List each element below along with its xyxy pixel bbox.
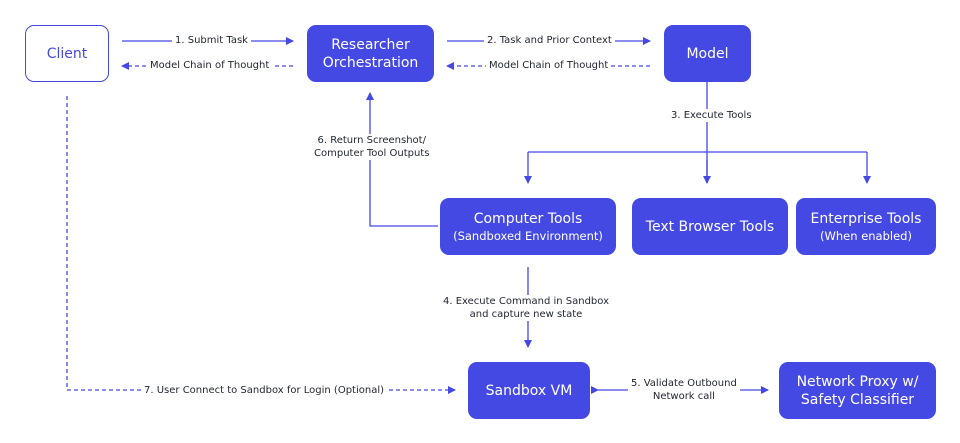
computer-tools-sublabel: (Sandboxed Environment) (453, 228, 603, 243)
label-validate-line2: Network call (652, 391, 715, 402)
label-execute-command: 4. Execute Command in Sandbox and captur… (440, 295, 612, 321)
label-validate-outbound: 5. Validate Outbound Network call (628, 377, 740, 403)
text-browser-tools-node: Text Browser Tools (632, 198, 788, 255)
label-chain-to-client: Model Chain of Thought (147, 59, 273, 72)
label-return-screenshot-line1: 6. Return Screenshot/ (317, 135, 426, 146)
network-proxy-label-line1: Network Proxy w/ (796, 373, 919, 390)
model-node: Model (664, 25, 751, 82)
sandbox-vm-node: Sandbox VM (468, 362, 590, 419)
label-user-connect: 7. User Connect to Sandbox for Login (Op… (141, 384, 388, 397)
edge-user-connect (66, 96, 456, 394)
enterprise-tools-label: Enterprise Tools (810, 210, 922, 227)
enterprise-tools-node: Enterprise Tools (When enabled) (796, 198, 936, 255)
computer-tools-node: Computer Tools (Sandboxed Environment) (440, 198, 616, 255)
label-execute-tools: 3. Execute Tools (668, 109, 755, 122)
researcher-label-line1: Researcher (331, 36, 410, 53)
model-label: Model (686, 45, 729, 62)
label-task-context: 2. Task and Prior Context (484, 34, 615, 47)
label-return-screenshot-line2: Computer Tool Outputs (314, 148, 430, 159)
label-validate-line1: 5. Validate Outbound (631, 378, 737, 389)
client-label: Client (46, 45, 88, 62)
researcher-orchestration-node: Researcher Orchestration (307, 25, 434, 82)
text-browser-label: Text Browser Tools (645, 218, 775, 235)
label-submit-task: 1. Submit Task (172, 34, 251, 47)
label-execute-command-line2: and capture new state (469, 309, 583, 320)
label-return-screenshot: 6. Return Screenshot/ Computer Tool Outp… (311, 134, 433, 160)
label-execute-command-line1: 4. Execute Command in Sandbox (443, 296, 609, 307)
sandbox-vm-label: Sandbox VM (485, 382, 573, 399)
researcher-label-line2: Orchestration (322, 54, 419, 71)
enterprise-tools-sublabel: (When enabled) (820, 228, 912, 243)
client-node: Client (25, 25, 109, 82)
network-proxy-node: Network Proxy w/ Safety Classifier (779, 362, 936, 419)
computer-tools-label: Computer Tools (473, 210, 583, 227)
label-chain-to-researcher: Model Chain of Thought (486, 59, 612, 72)
network-proxy-label-line2: Safety Classifier (800, 391, 915, 408)
